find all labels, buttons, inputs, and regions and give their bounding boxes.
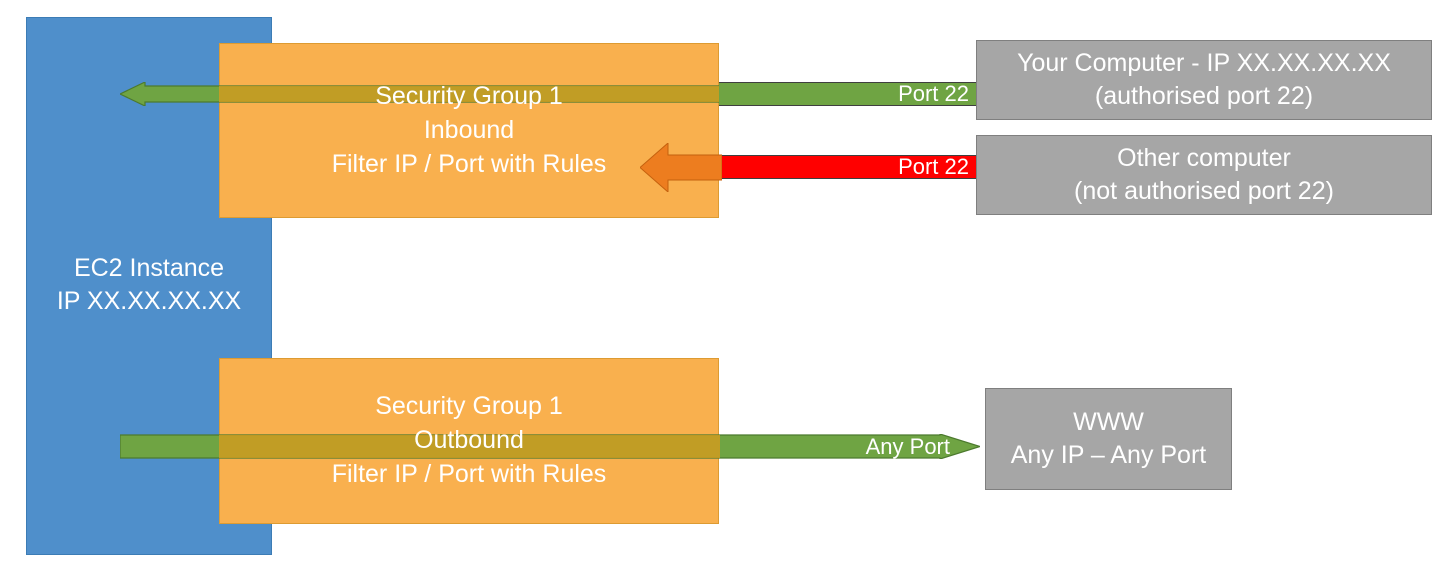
- allowed-inbound-arrow: [120, 82, 720, 106]
- endpoint-other-computer: Other computer (not authorised port 22): [976, 135, 1432, 215]
- endpoint-www: WWW Any IP – Any Port: [985, 388, 1232, 490]
- endpoint-your-computer: Your Computer - IP XX.XX.XX.XX (authoris…: [976, 40, 1432, 120]
- ec2-instance-label: EC2 Instance IP XX.XX.XX.XX: [56, 254, 242, 315]
- blocked-inbound-arrowhead: [639, 141, 723, 194]
- allowed-inbound-port-label: Port 22: [898, 81, 969, 106]
- allowed-outbound-arrow: [119, 433, 983, 460]
- endpoint-other-computer-label: Other computer (not authorised port 22): [1074, 144, 1334, 205]
- allowed-outbound-port-label: Any Port: [865, 434, 950, 459]
- endpoint-your-computer-label: Your Computer - IP XX.XX.XX.XX (authoris…: [1017, 49, 1391, 110]
- endpoint-www-label: WWW Any IP – Any Port: [1010, 408, 1207, 469]
- security-group-inbound-box: [219, 43, 719, 218]
- blocked-inbound-port-label: Port 22: [898, 154, 969, 179]
- allowed-inbound-band: [719, 82, 977, 106]
